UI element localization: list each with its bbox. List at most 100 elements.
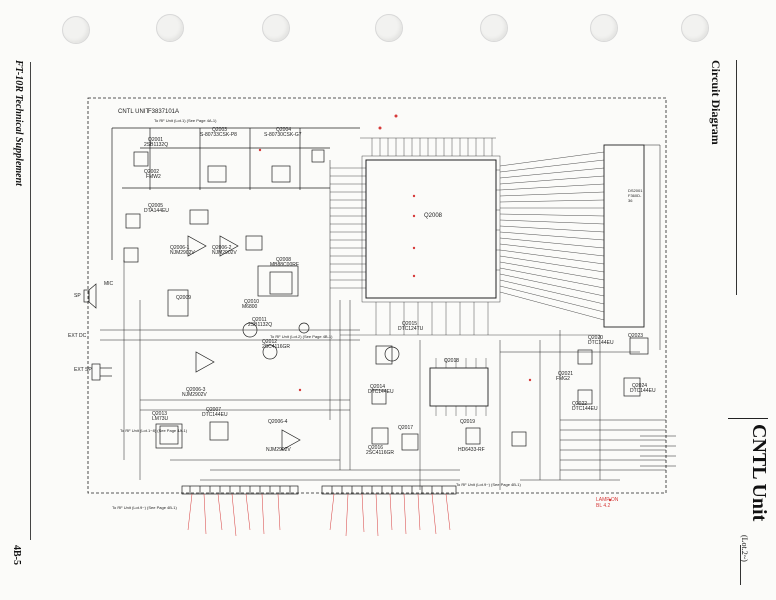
component-part: MB88C00RF — [270, 262, 299, 268]
component-part: 2SC4116GR — [262, 344, 290, 350]
right-edge-signals — [640, 435, 676, 467]
component-ref: Q2022 — [572, 401, 588, 407]
component-part: DTC144EU — [368, 389, 394, 395]
speaker-symbol — [83, 283, 97, 309]
component-part: S-80730CSK-G7 — [264, 132, 302, 138]
red-leads — [187, 493, 451, 537]
binder-hole — [375, 14, 403, 42]
component-ref: Q2012 — [262, 339, 278, 345]
board-label: CNTL UNIT — [118, 109, 150, 115]
top-power-rail — [111, 127, 360, 260]
ic-bottom-pins — [340, 302, 600, 336]
component-part: DTC144EU — [588, 340, 614, 346]
left-traces — [100, 160, 460, 481]
binder-hole — [262, 14, 290, 42]
component-part: 2SB1132Q — [248, 322, 273, 328]
ic-top-pins — [360, 137, 496, 156]
component-ref: Q2013 — [152, 411, 168, 417]
ic-left-pins — [330, 167, 366, 289]
left-margin-rule — [30, 62, 31, 540]
component-part: NJM2902V — [212, 250, 237, 256]
lcd-label: DS2001 F360D-36 — [628, 188, 643, 203]
component-ref: Q2002 — [144, 169, 160, 175]
note-rf-bottom-right: To RF Unit (Lot.9~) (See Page 4B-1) — [456, 482, 521, 487]
q2013-block — [155, 423, 183, 449]
component-ref: Q2011 — [252, 317, 267, 323]
main-ic-outline — [361, 155, 501, 303]
lcd-block — [603, 144, 645, 328]
component-ref: Q2015 — [402, 321, 418, 327]
component-part: DTC144EU — [572, 406, 598, 412]
board-outline — [87, 97, 667, 494]
lcd-bus — [499, 151, 605, 321]
component-part: M6800 — [242, 304, 258, 310]
component-ref: Q2005 — [148, 203, 164, 209]
component-ref: Q2014 — [370, 384, 386, 390]
speaker-label: SP — [74, 293, 81, 299]
note-rf-top: To RF Unit (Lot.1) (See Page 4A-1) — [154, 118, 217, 123]
mic-label: MIC — [104, 281, 114, 287]
component-part: DTC144EU — [202, 412, 228, 418]
component-part: S-80733CSK-P8 — [200, 132, 237, 138]
q2008-block — [257, 265, 299, 297]
component-part: FMW2 — [146, 174, 161, 180]
right-mid-rule — [728, 418, 768, 419]
component-ref: Q2006-4 — [268, 419, 288, 425]
component-ref: Q2021 — [558, 371, 574, 377]
jack-symbol — [91, 363, 112, 381]
right-top-rule — [736, 60, 737, 295]
component-ref: Q2010 — [244, 299, 260, 305]
mid-ic — [429, 367, 489, 407]
component-part: DTC144EU — [630, 388, 656, 394]
binder-hole — [590, 14, 618, 42]
ext-dc-label: EXT DC — [68, 333, 87, 339]
bottom-connector-right — [321, 485, 457, 495]
component-ref: Q2023 — [628, 333, 644, 339]
component-part: NJM2902V — [182, 392, 207, 398]
component-ref: Q2006-2 — [212, 245, 232, 251]
component-ref: Q2009 — [176, 295, 192, 301]
component-part: HD6433-RF — [458, 447, 485, 453]
transistor-blocks — [123, 149, 649, 451]
component-part: 2SC4116GR — [366, 450, 394, 456]
component-ref: Q2020 — [588, 335, 604, 341]
component-ref: Q2024 — [632, 383, 648, 389]
component-part: LM73U — [152, 416, 169, 422]
component-ref: Q2017 — [398, 425, 414, 431]
binder-hole — [480, 14, 508, 42]
note-rf-mid: To RF Unit (Lot.2) (See Page 4B-1) — [270, 334, 333, 339]
note-rf-left: To RF Unit (Lot.1~8) (See Page 4A-1) — [120, 428, 188, 433]
red-note: LAMP ON — [596, 497, 619, 503]
board-code: F3837101A — [148, 109, 180, 115]
red-marks — [258, 114, 612, 502]
component-ref: Q2019 — [460, 419, 476, 425]
component-part: NJM2902V — [170, 250, 195, 256]
red-note: BL 4.2 — [596, 503, 611, 509]
ext-sp-label: EXT SP — [74, 367, 92, 373]
right-low-rule — [740, 545, 741, 585]
component-ref: Q2016 — [368, 445, 384, 451]
main-ic-body — [365, 159, 497, 299]
main-ic-label: Q2008 — [424, 213, 443, 219]
component-ref: Q2006-1 — [170, 245, 190, 251]
bottom-connector-left — [181, 485, 299, 495]
op-amps — [187, 235, 301, 451]
component-ref: Q2001 — [148, 137, 164, 143]
component-ref: Q2018 — [444, 358, 460, 364]
component-part: FMG2 — [556, 376, 570, 382]
component-ref: Q2003 — [212, 127, 228, 133]
component-ref: Q2008 — [276, 257, 292, 263]
component-part: DTC124TU — [398, 326, 424, 332]
component-ref: Q2004 — [276, 127, 292, 133]
component-ref: Q2006-3 — [186, 387, 206, 393]
ic-right-pins — [496, 169, 500, 271]
component-part: DTA144EU — [144, 208, 169, 214]
component-part: 2SB1132Q — [144, 142, 169, 148]
binder-hole — [156, 14, 184, 42]
note-rf-bottom-left: To RF Unit (Lot.9~) (See Page 4B-1) — [112, 505, 177, 510]
binder-hole — [681, 14, 709, 42]
right-traces — [419, 144, 666, 490]
component-ref: Q2007 — [206, 407, 222, 413]
